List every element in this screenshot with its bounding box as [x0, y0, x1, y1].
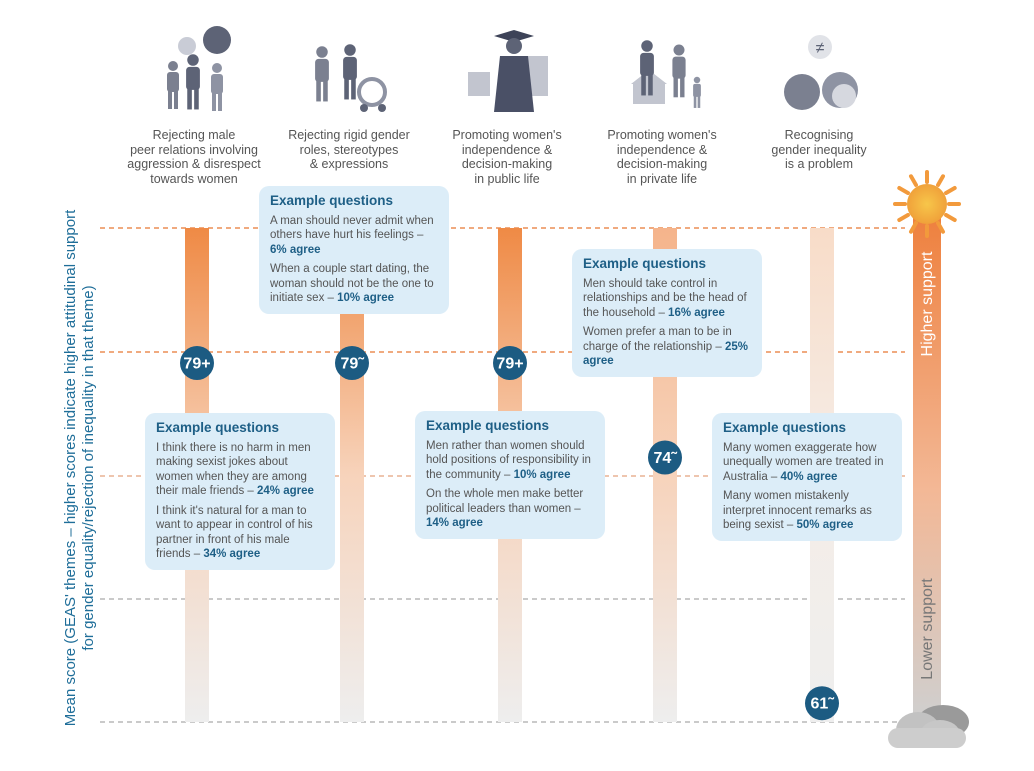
theme-label-line: Recognising — [784, 128, 854, 142]
card-heading: Example questions — [156, 420, 280, 435]
score-label-1: 79+ — [183, 356, 210, 373]
score-badge-1: 79+ — [180, 346, 214, 380]
theme-label-line: in private life — [626, 171, 698, 186]
score-label-3: 79+ — [496, 356, 523, 373]
theme-label-line: & expressions — [309, 157, 389, 171]
example-question: I think it's natural for a man to want t… — [156, 504, 325, 562]
example-question: When a couple start dating, the woman sh… — [270, 262, 439, 306]
score-badge-4: 74˜ — [648, 440, 682, 475]
example-questions-card-1: Example questions I think there is no har… — [145, 413, 335, 570]
score-label-5: 61˜ — [810, 696, 834, 713]
question-text: I think it's natural for a man to want t… — [156, 504, 313, 561]
higher-support-label: Higher support — [919, 251, 936, 357]
example-question: Women prefer a man to be in charge of th… — [583, 325, 752, 369]
agree-stat: 50% agree — [796, 519, 854, 531]
example-question: On the whole men make better political l… — [426, 487, 595, 531]
theme-label-line: independence & — [461, 142, 553, 157]
family-home-icon — [631, 40, 701, 108]
agree-stat: 25% agree — [583, 340, 748, 368]
question-text: Many women exaggerate how unequally wome… — [723, 441, 884, 483]
score-label-4: 74˜ — [653, 450, 677, 467]
theme-label-line: independence & — [616, 142, 708, 157]
theme-label-line: decision-making — [461, 157, 553, 171]
question-text: Men should take control in relationships… — [583, 277, 747, 319]
example-question: Many women exaggerate how unequally wome… — [723, 441, 892, 485]
question-text: Men rather than women should hold positi… — [426, 439, 591, 481]
score-badge-3: 79+ — [493, 346, 527, 380]
question-text: On the whole men make better political l… — [426, 488, 584, 515]
agree-stat: 14% agree — [426, 517, 483, 529]
theme-label-line: in public life — [474, 171, 540, 186]
question-text: I think there is no harm in men making s… — [156, 441, 311, 498]
theme-label-line: is a problem — [784, 157, 854, 171]
theme-label-line: Rejecting male — [152, 128, 236, 142]
example-question: Men rather than women should hold positi… — [426, 439, 595, 483]
agree-stat: 34% agree — [203, 548, 261, 560]
worker-and-parent-with-pram-icon — [315, 44, 387, 112]
agree-stat: 40% agree — [780, 470, 838, 483]
y-axis-label: Mean score (GEAS' themes – higher scores… — [62, 209, 97, 727]
theme-label-line: gender inequality — [771, 142, 867, 157]
example-question: Men should take control in relationships… — [583, 277, 752, 321]
theme-label-line: towards women — [150, 171, 238, 186]
agree-stat: 16% agree — [668, 306, 725, 319]
theme-label-line: roles, stereotypes — [299, 142, 399, 157]
card-heading: Example questions — [426, 418, 550, 433]
not-equal-heads-icon: ≠ — [784, 35, 858, 110]
lower-support-label: Lower support — [919, 578, 936, 680]
theme-label-line: Promoting women's — [452, 128, 562, 142]
score-badge-5: 61˜ — [805, 686, 839, 721]
agree-stat: 10% agree — [337, 292, 395, 304]
group-arguing-icon — [167, 26, 231, 111]
theme-label-line: peer relations involving — [130, 142, 258, 157]
example-question: Many women mistakenly interpret innocent… — [723, 489, 892, 533]
sun-icon — [893, 170, 961, 238]
agree-stat: 10% agree — [513, 468, 571, 481]
score-label-2: 79˜ — [340, 356, 364, 373]
example-questions-card-2: Example questions A man should never admi… — [259, 186, 449, 314]
agree-stat: 24% agree — [257, 485, 314, 497]
card-heading: Example questions — [583, 256, 707, 271]
theme-label-line: Promoting women's — [607, 128, 717, 142]
card-heading: Example questions — [270, 193, 394, 208]
score-badge-2: 79˜ — [335, 346, 369, 380]
question-text: A man should never admit when others hav… — [270, 214, 434, 242]
card-heading: Example questions — [723, 420, 847, 435]
theme-label-line: aggression & disrespect — [127, 157, 261, 171]
graduate-woman-city-icon — [468, 30, 548, 112]
svg-text:≠: ≠ — [816, 40, 825, 57]
theme-label-line: decision-making — [616, 157, 708, 171]
example-question: I think there is no harm in men making s… — [156, 441, 325, 499]
question-text: Many women mistakenly interpret innocent… — [723, 490, 872, 531]
support-scale-bar — [913, 210, 941, 720]
cloud-icon — [888, 705, 969, 748]
theme-label-line: Rejecting rigid gender — [288, 128, 410, 142]
agree-stat: 6% agree — [270, 243, 321, 256]
question-text: Women prefer a man to be in charge of th… — [583, 326, 732, 353]
question-text: When a couple start dating, the woman sh… — [270, 263, 434, 304]
example-question: A man should never admit when others hav… — [270, 214, 439, 258]
